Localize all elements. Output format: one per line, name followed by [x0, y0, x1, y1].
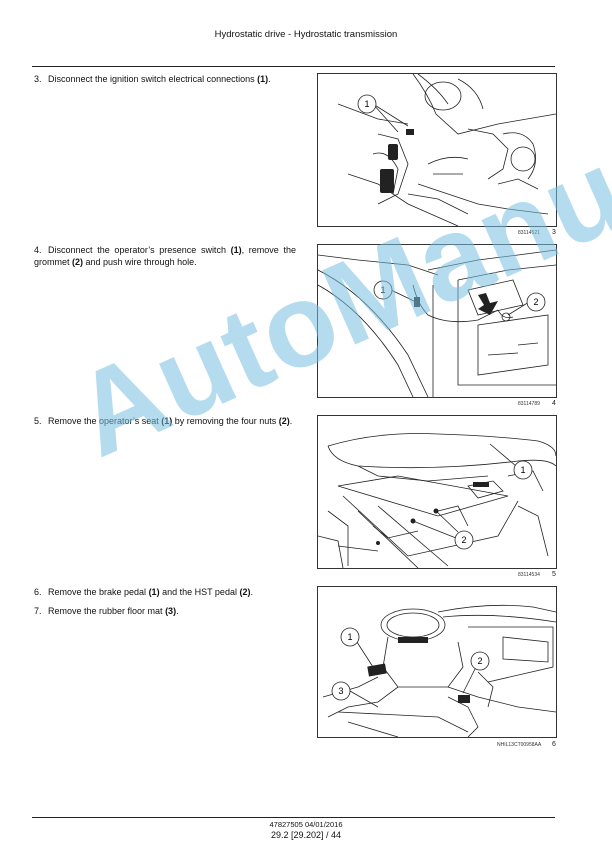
figure-number: 6 [552, 741, 556, 748]
callout-label: 2 [533, 297, 538, 307]
callout-circle [513, 460, 533, 480]
callout-ref: (2) [278, 416, 290, 426]
figure-caption: NHIL13CT00958AA [497, 742, 542, 748]
figure-caption: 83114789 [518, 401, 540, 407]
callout-ref: (1) [148, 587, 160, 597]
footer-page-number: 29.2 [29.202] / 44 [270, 830, 342, 840]
callout-ref: (2) [239, 587, 251, 597]
page-header-title: Hydrostatic drive - Hydrostatic transmis… [214, 29, 398, 40]
step-4: 4. Disconnect the operator’s presence swi… [34, 244, 296, 268]
callout-label: 1 [364, 99, 369, 109]
callout-circle [373, 280, 393, 300]
callout-label: 1 [347, 632, 352, 642]
figure-pedals: 1 2 3 [317, 586, 557, 738]
step-number: 4. [34, 245, 42, 255]
callout-circle [357, 94, 377, 114]
callout-ref: (2) [72, 257, 84, 267]
step-3: 3. Disconnect the ignition switch electri… [34, 73, 296, 85]
step-text: . [176, 606, 179, 616]
pedals-illustration: 1 2 3 [322, 604, 556, 737]
callout-ref: (1) [257, 74, 269, 84]
step-text: , remove the grommet [34, 245, 296, 267]
step-number: 7. [34, 606, 42, 616]
operator-seat-illustration: 1 2 [318, 433, 556, 568]
figure-presence-switch: 1 2 [317, 244, 557, 398]
step-text: Remove the operator’s seat [48, 416, 162, 426]
step-text: Disconnect the operator’s presence switc… [48, 245, 231, 255]
callout-label: 2 [477, 656, 482, 666]
step-6: 6. Remove the brake pedal (1) and the HST… [34, 586, 296, 598]
step-text: Remove the rubber floor mat [48, 606, 166, 616]
figure-caption: 83114534 [518, 572, 540, 578]
figure-caption: 83114521 [518, 230, 540, 236]
figure-operator-seat: 1 2 [317, 415, 557, 569]
callout-label: 2 [461, 535, 466, 545]
step-text: Disconnect the ignition switch electrica… [48, 74, 258, 84]
footer-doc-ref: 47827505 04/01/2016 [269, 820, 343, 829]
callout-circle [470, 651, 490, 671]
step-number: 3. [34, 74, 42, 84]
callout-label: 1 [380, 285, 385, 295]
step-number: 6. [34, 587, 42, 597]
step-text: by removing the four nuts [172, 416, 279, 426]
callout-circle [454, 530, 474, 550]
header-rule [32, 66, 555, 67]
callout-ref: (3) [165, 606, 177, 616]
callout-circle [526, 292, 546, 312]
ignition-switch-illustration: 1 [337, 74, 556, 226]
callout-ref: (1) [161, 416, 173, 426]
arrow-icon [478, 293, 498, 315]
step-text: . [289, 416, 293, 426]
callout-circle [331, 681, 351, 701]
callout-label: 3 [338, 686, 343, 696]
step-text: . [268, 74, 271, 84]
step-text: Remove the brake pedal [48, 587, 149, 597]
step-5: 5. Remove the operator’s seat (1) by remo… [34, 415, 296, 427]
step-number: 5. [34, 416, 42, 426]
figure-ignition-switch: 1 [317, 73, 557, 227]
step-text: and push wire through hole. [83, 257, 197, 267]
figure-number: 4 [552, 400, 556, 407]
callout-circle [340, 627, 360, 647]
callout-label: 1 [520, 465, 525, 475]
callout-ref: (1) [230, 245, 242, 255]
footer-rule [32, 817, 555, 818]
figure-number: 5 [552, 571, 556, 578]
step-text: . [250, 587, 253, 597]
presence-switch-illustration: 1 2 [318, 249, 556, 397]
step-text: and the HST pedal [159, 587, 240, 597]
figure-number: 3 [552, 229, 556, 236]
step-7: 7. Remove the rubber floor mat (3). [34, 605, 296, 617]
